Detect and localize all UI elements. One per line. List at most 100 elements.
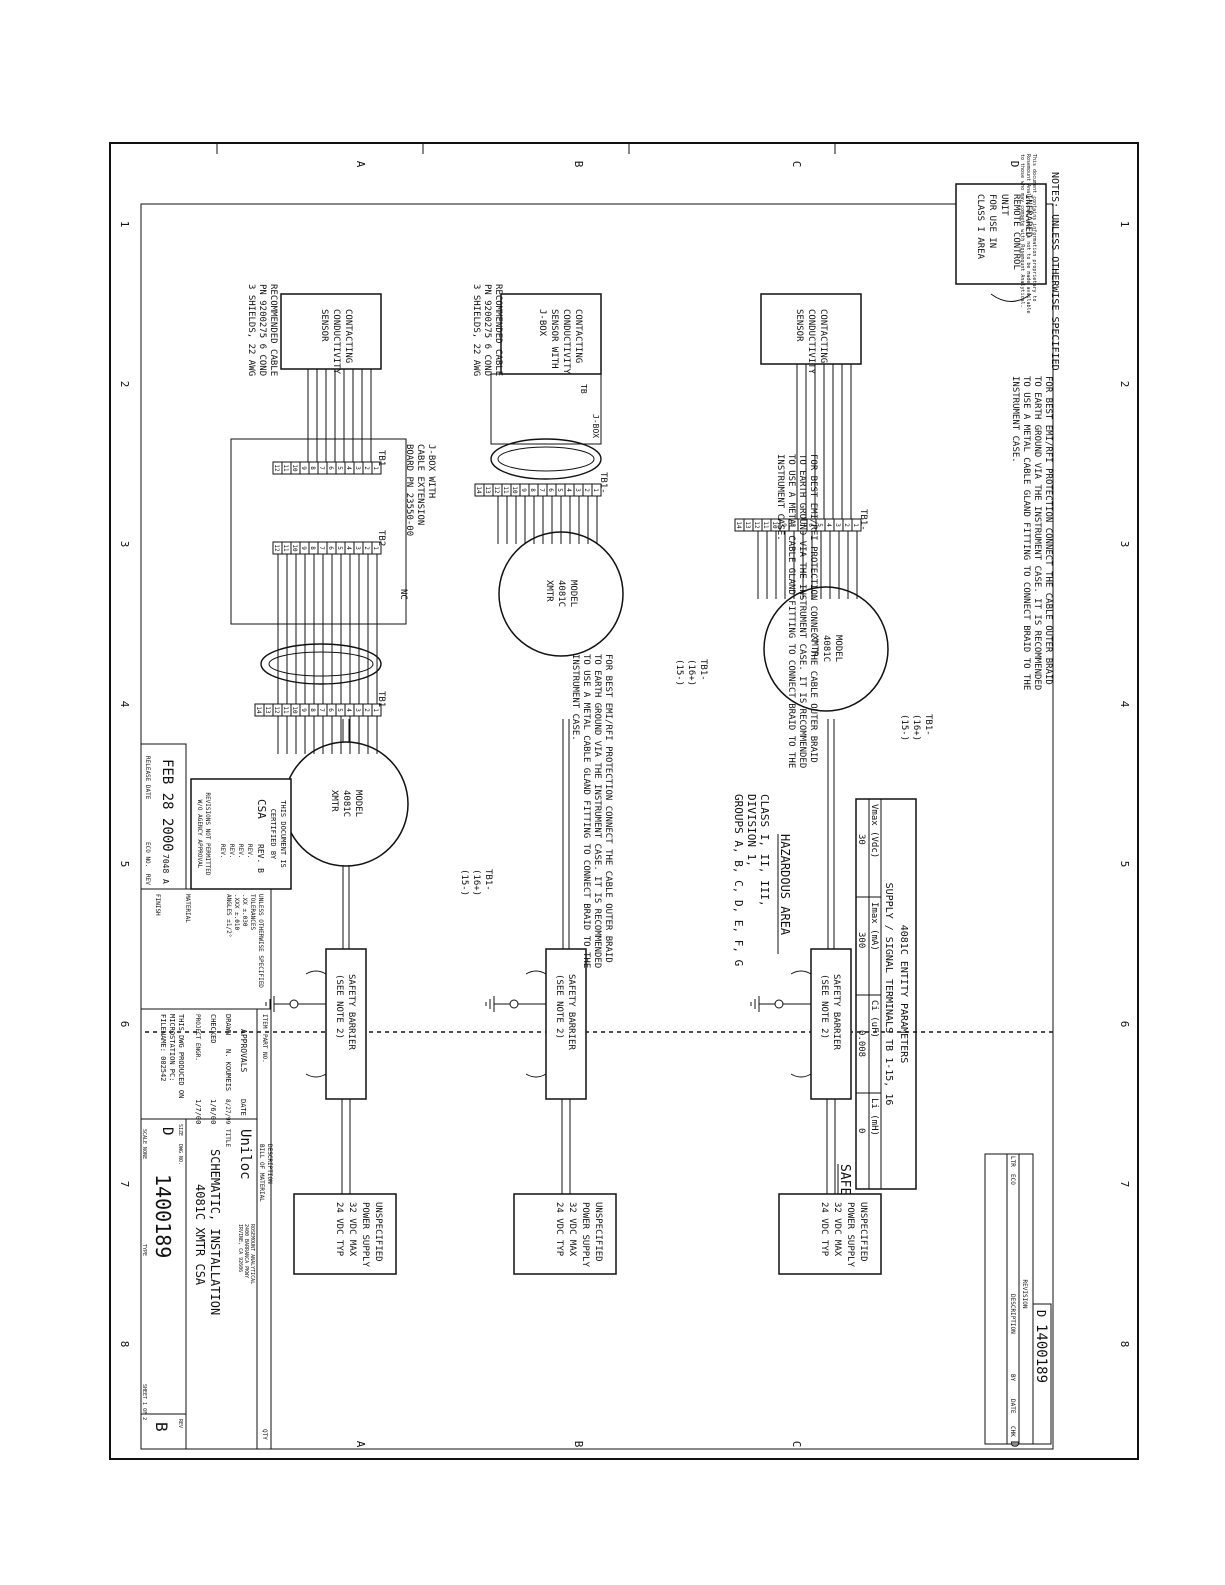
safety-barrier-text: (SEE NOTE 2) — [334, 974, 344, 1039]
revision-header: ECO — [1009, 1174, 1016, 1185]
terminal-pos: (16+) — [471, 869, 481, 896]
emi-note-text: TO USE A METAL CABLE GLAND FITTING TO CO… — [786, 454, 796, 768]
tb-label: TB1- — [483, 869, 493, 891]
barrier-leads — [525, 970, 547, 1078]
zone-col-label: 5 — [118, 861, 131, 868]
terminal-number: 9 — [300, 708, 307, 712]
power-supply-text: 32 VDC MAX — [832, 1202, 842, 1257]
power-supply-text: 32 VDC MAX — [347, 1202, 357, 1257]
terminal-number: 8 — [309, 546, 316, 550]
drawn-by: N. KOUMEIS — [224, 1049, 232, 1091]
remote-control-box — [955, 183, 1047, 285]
csa-warning: W/O AGENCY APPROVAL — [196, 800, 203, 869]
csa-agency: CSA — [255, 799, 268, 819]
sensor-jbox-text: J-BOX — [537, 309, 547, 337]
tb1-terminal — [734, 518, 745, 532]
csa-rev-line: REV. — [237, 844, 244, 858]
terminal-number: 6 — [327, 466, 334, 470]
drawing-number-prefix: D — [1034, 1310, 1048, 1317]
zone-col-label: 7 — [118, 1181, 131, 1188]
drawing-number: 1400189 — [1033, 1324, 1049, 1383]
csa-text: CERTIFIED BY — [269, 809, 277, 860]
ground-terminal — [509, 999, 519, 1009]
power-supply-text: 24 VDC TYP — [554, 1202, 564, 1257]
terminal-number: 12 — [753, 521, 760, 529]
entity-header: Ci (uF) — [869, 1000, 879, 1038]
terminal-number: 3 — [574, 488, 581, 492]
transmitter-text: 4081C — [556, 580, 566, 607]
cable-braid-ellipse — [260, 643, 382, 685]
bom-title: BILL OF MATERIAL — [258, 1144, 265, 1202]
zone-row-label: B — [572, 1441, 585, 1448]
hazardous-area-label: HAZARDOUS AREA — [778, 834, 792, 936]
terminal-number: 12 — [273, 544, 280, 552]
tb-label: TB1- — [598, 472, 608, 494]
entity-header: Imax (mA) — [869, 902, 879, 951]
remote-control-text: UNIT — [999, 194, 1009, 216]
power-supply-text: UNSPECIFIED — [373, 1202, 383, 1262]
tb-label: TB1- — [858, 509, 868, 531]
emi-note-text: INSTRUMENT CASE. — [1010, 376, 1020, 463]
zone-col-label: 7 — [1118, 1181, 1131, 1188]
power-supply-text: POWER SUPPLY — [580, 1202, 590, 1268]
terminal-number: 12 — [273, 706, 280, 714]
entity-table-subtitle: SUPPLY / SIGNAL TERMINALS TB 1-15, 16 — [883, 883, 894, 1106]
remote-control-text: INFRARED — [1023, 194, 1033, 237]
safety-barrier-box — [325, 948, 367, 1100]
terminal-number: 7 — [318, 708, 325, 712]
jbox-extension-text: J-BOX WITH — [426, 444, 436, 498]
proprietary-notice: This document contains information propr… — [1031, 154, 1037, 302]
cable-note-text: PN 9200275 6 COND — [482, 284, 492, 376]
terminal-number: 7 — [798, 523, 805, 527]
dwg-label: DWG NO. — [177, 1144, 183, 1165]
terminal-number: 6 — [807, 523, 814, 527]
zone-row-label: C — [790, 1441, 803, 1448]
title-label: TITLE — [224, 1129, 231, 1147]
tb1-terminal — [254, 703, 265, 717]
tb-label: TB1- — [698, 659, 708, 681]
zone-col-label: 3 — [118, 541, 131, 548]
terminal-number: 14 — [735, 521, 742, 529]
terminal-number: 10 — [291, 464, 298, 472]
terminal-number: 11 — [282, 544, 289, 552]
zone-col-label: 3 — [1118, 541, 1131, 548]
power-supply-text: 24 VDC TYP — [334, 1202, 344, 1257]
transmitter-text: MODEL — [833, 635, 843, 662]
cable-shield-ellipse — [268, 651, 374, 677]
terminal-neg: (15-) — [674, 659, 684, 686]
entity-value: 0 — [856, 1128, 866, 1133]
zone-row-label: C — [790, 161, 803, 168]
revision-header: CHK — [1009, 1426, 1016, 1437]
emi-note-text: TO USE A METAL CABLE GLAND FITTING TO CO… — [581, 654, 591, 968]
terminal-number: 10 — [291, 706, 298, 714]
tolerance-text: .XXX ±.010 — [233, 894, 240, 931]
emi-note-text: INSTRUMENT CASE. — [570, 654, 580, 741]
safety-barrier-text: SAFETY BARRIER — [831, 974, 841, 1050]
safety-barrier-text: (SEE NOTE 2) — [554, 974, 564, 1039]
remote-control-text: REMOTE CONTROL — [1011, 194, 1021, 270]
hazardous-class-text: DIVISION 1, — [745, 794, 758, 867]
transmitter-text: XMTR — [809, 635, 819, 657]
tb1-terminal — [272, 461, 283, 475]
safety-barrier-text: (SEE NOTE 2) — [819, 974, 829, 1039]
terminal-number: 9 — [780, 523, 787, 527]
terminal-number: 12 — [273, 464, 280, 472]
jbox-extension-text: CABLE EXTENSION — [415, 444, 425, 525]
terminal-number: 13 — [264, 706, 271, 714]
proprietary-notice: Rosemount Analytical, and is not to be m… — [1025, 154, 1031, 314]
ground-terminal — [289, 999, 299, 1009]
rev-label: REV — [177, 1419, 183, 1428]
terminal-number: 8 — [789, 523, 796, 527]
jbox-tb-label: TB — [579, 384, 588, 394]
hazardous-class-text: GROUPS A, B, C, D, E, F, G — [732, 794, 745, 966]
sensor-text: SENSOR — [794, 309, 804, 342]
power-supply-text: POWER SUPPLY — [360, 1202, 370, 1268]
sensor-jbox-text: CONTACTING — [573, 309, 583, 363]
material-label: MATERIAL — [184, 894, 191, 923]
release-date-label: RELEASE DATE — [144, 756, 151, 800]
proprietary-notice: to those who may compete with Rosemount … — [1019, 154, 1025, 308]
zone-col-label: 4 — [118, 701, 131, 708]
transmitter-text: 4081C — [341, 790, 351, 817]
zone-col-label: 2 — [1118, 381, 1131, 388]
terminal-number: 10 — [511, 486, 518, 494]
